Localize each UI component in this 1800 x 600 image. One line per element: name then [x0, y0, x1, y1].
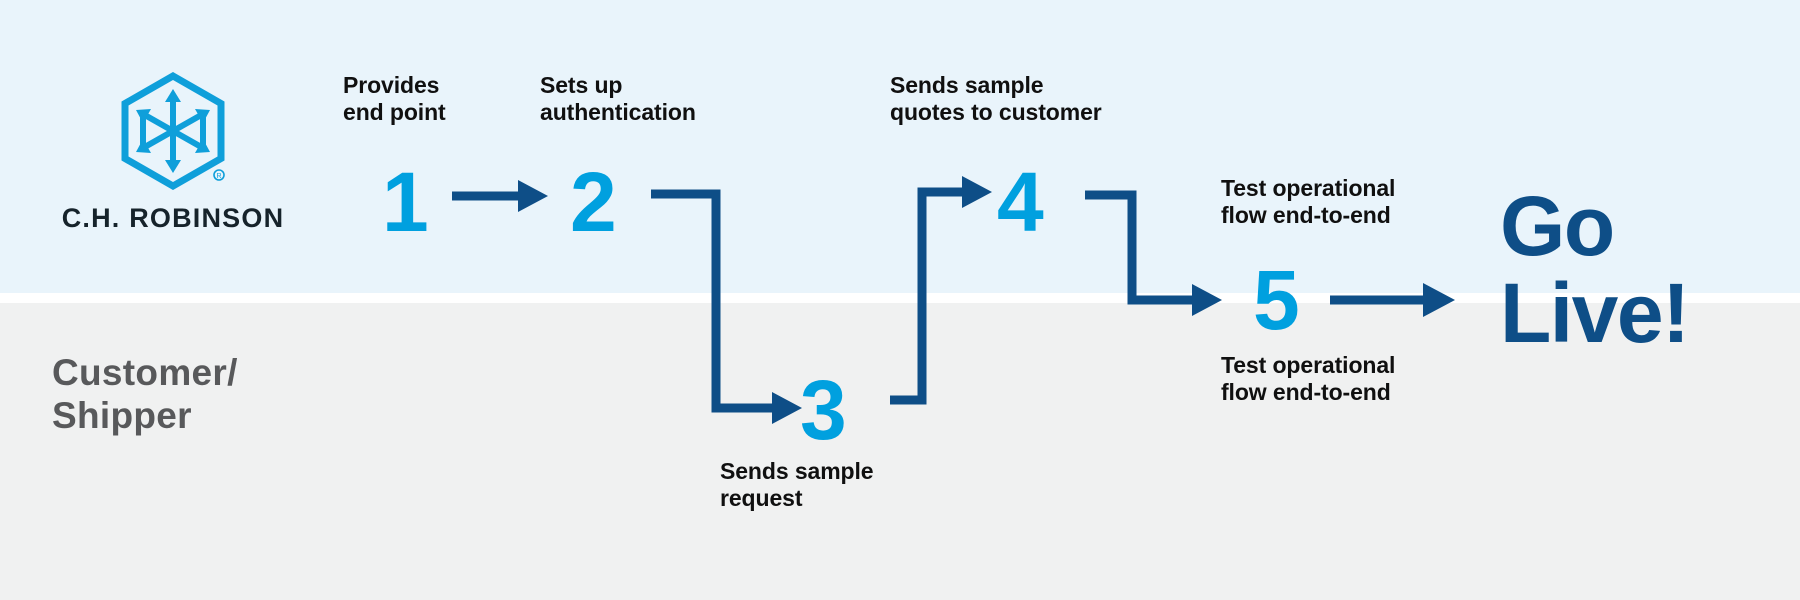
step-5-caption-top: Test operational flow end-to-end [1221, 175, 1396, 228]
svg-text:R: R [216, 173, 221, 180]
step-2-numeral: 2 [570, 155, 617, 249]
step-4-numeral: 4 [997, 155, 1044, 249]
arrow-3-to-4 [890, 176, 992, 405]
step-1-caption: Provides end point [343, 72, 446, 125]
step-3-caption: Sends sample request [720, 458, 874, 511]
arrow-5-to-golive [1330, 283, 1455, 317]
lane-band-customer-shipper [0, 303, 1800, 600]
lane-label-customer-shipper: Customer/ Shipper [52, 352, 238, 436]
arrow-1-to-2 [452, 180, 548, 212]
arrow-4-to-5 [1085, 190, 1222, 316]
brand-wordmark: C.H. ROBINSON [61, 203, 285, 233]
step-5-numeral: 5 [1253, 253, 1300, 347]
lane-band-ch-robinson [0, 0, 1800, 293]
step-5-caption-bottom: Test operational flow end-to-end [1221, 352, 1396, 405]
step-3-numeral: 3 [800, 363, 847, 457]
step-1-numeral: 1 [382, 155, 429, 249]
step-4-caption: Sends sample quotes to customer [890, 72, 1102, 125]
go-live-label: Go Live! [1500, 179, 1690, 360]
step-2-caption: Sets up authentication [540, 72, 696, 125]
arrow-2-to-3 [651, 189, 802, 424]
ch-robinson-logo-icon: R [118, 71, 228, 191]
